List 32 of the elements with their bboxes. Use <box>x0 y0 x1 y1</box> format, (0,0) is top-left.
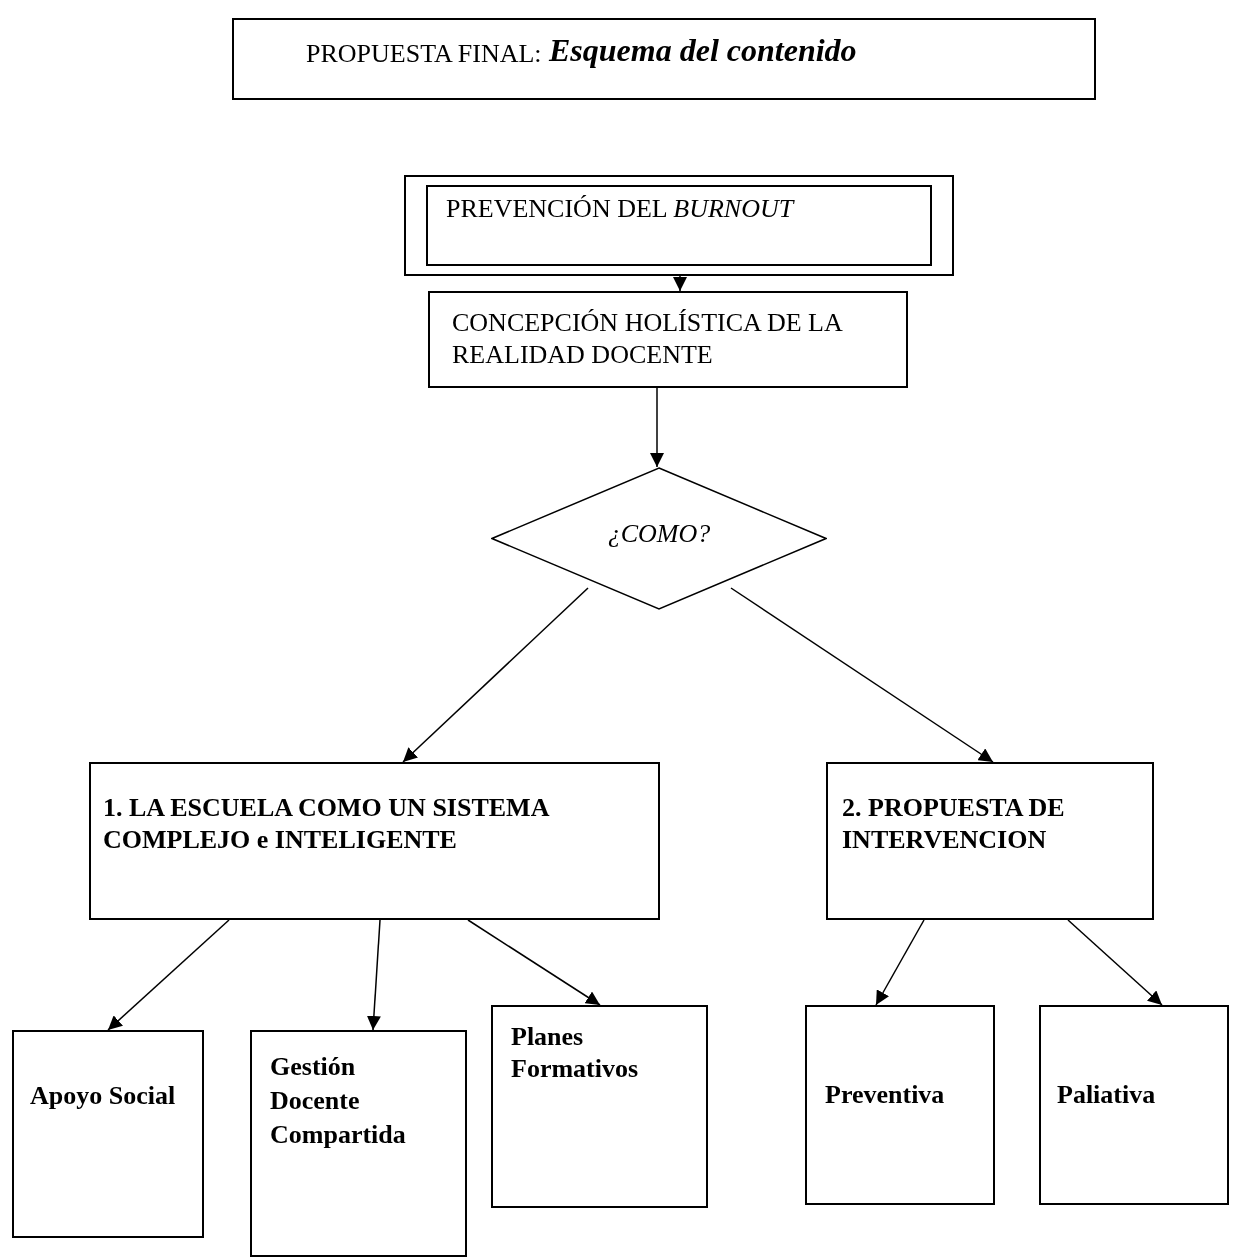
node-label: CONCEPCIÓN HOLÍSTICA DE LA REALIDAD DOCENTE <box>452 307 843 371</box>
node-label: Planes Formativos <box>511 1021 640 1085</box>
arrow <box>650 387 664 468</box>
node-label: PREVENCIÓN DEL BURNOUT <box>446 193 794 225</box>
process-box <box>1039 1005 1229 1205</box>
heading-text: Esquema del contenido <box>549 34 857 66</box>
arrow <box>730 587 994 763</box>
process-box <box>89 762 660 920</box>
node-label: Apoyo Social <box>30 1080 177 1112</box>
node-label: 2. PROPUESTA DE INTERVENCION <box>842 792 1066 856</box>
decision-diamond <box>491 467 827 610</box>
process-box <box>428 291 908 388</box>
arrow <box>875 919 925 1006</box>
node-label: ¿COMO? <box>606 518 712 550</box>
process-box <box>826 762 1154 920</box>
heading-box <box>232 18 1096 100</box>
node-label: Paliativa <box>1057 1079 1157 1111</box>
arrow <box>107 919 230 1031</box>
arrow <box>1067 919 1163 1006</box>
arrow <box>402 587 589 763</box>
arrow <box>673 275 687 292</box>
node-label: 1. LA ESCUELA COMO UN SISTEMA COMPLEJO e INTELIGENTE <box>103 792 550 856</box>
node-label: Preventiva <box>825 1079 946 1111</box>
node-label: Gestión Docente Compartida <box>270 1051 407 1151</box>
process-box <box>250 1030 467 1257</box>
double-bordered-box <box>404 175 954 276</box>
process-box <box>12 1030 204 1238</box>
process-box <box>491 1005 708 1208</box>
arrow <box>467 919 601 1006</box>
heading-text: PROPUESTA FINAL: <box>306 38 542 70</box>
process-box <box>805 1005 995 1205</box>
arrow <box>366 919 381 1031</box>
